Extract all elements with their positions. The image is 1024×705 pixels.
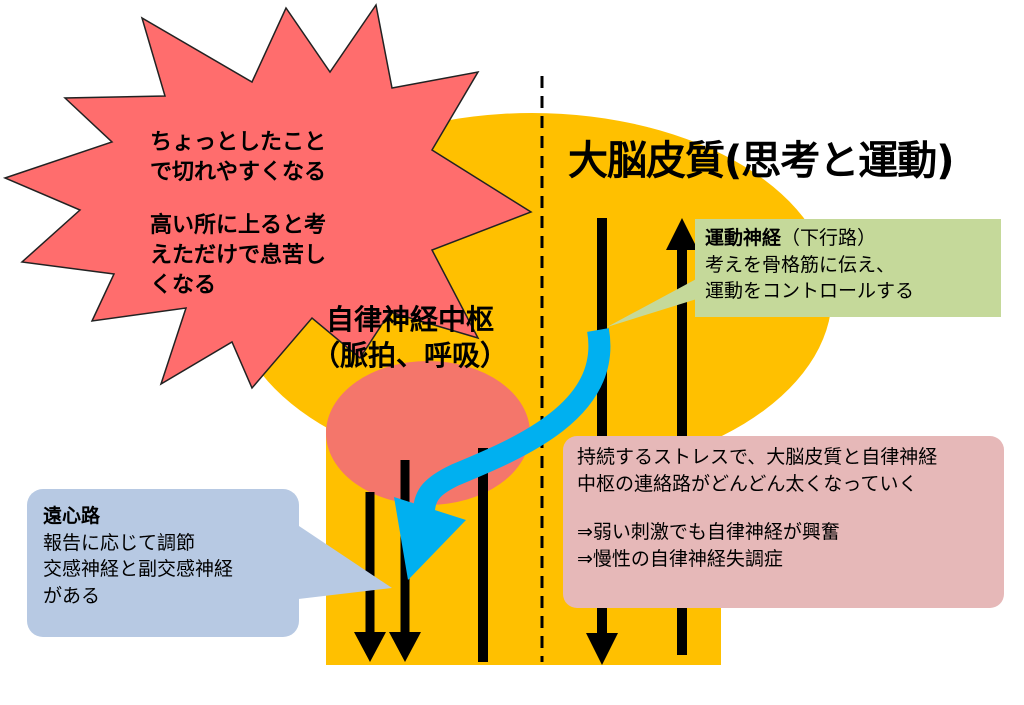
burst-text: ちょっとしたこと で切れやすくなる 高い所に上ると考 えただけで息苦し くなる: [150, 128, 326, 302]
autonomic-center-title: 自律神経中枢 （脈拍、呼吸）: [312, 302, 508, 375]
stress-note-line1: 持続するストレスで、大脳皮質と自律神経: [577, 446, 938, 468]
motor-nerve-line1: 考えを骨格筋に伝え、: [705, 253, 896, 276]
burst-line: 高い所に上ると考: [150, 212, 327, 238]
afferent-path-heading: 遠心路: [43, 505, 101, 527]
descending-arrowhead: [586, 633, 618, 665]
burst-line: ちょっとしたこと: [150, 130, 327, 155]
autonomic-center-line2: （脈拍、呼吸）: [312, 339, 509, 373]
afferent-path-line1: 報告に応じて調節: [43, 531, 196, 554]
afferent-path-line2: 交感神経と副交感神経: [43, 558, 234, 581]
cortex-to-center-arrowhead: [394, 497, 466, 580]
stress-burst: [2, 3, 533, 390]
burst-line: で切れやすくなる: [150, 160, 327, 186]
motor-nerve-heading-row: 運動神経（下行路）: [705, 225, 991, 252]
burst-line: [150, 189, 326, 211]
stress-note-line2: 中枢の連絡路がどんどん太くなっていく: [577, 472, 918, 495]
motor-box-pointer: [607, 277, 700, 327]
afferent-path-line3: がある: [43, 584, 101, 607]
motor-nerve-line2: 運動をコントロールする: [705, 280, 915, 303]
cortex-to-center-arrow: [413, 328, 611, 512]
motor-nerve-heading-suffix: （下行路）: [781, 227, 877, 249]
efferent-arrowhead-1: [354, 632, 386, 662]
stress-note-box: 持続するストレスで、大脳皮質と自律神経 中枢の連絡路がどんどん太くなっていく ⇒…: [563, 436, 1004, 608]
cortex-title: 大脳皮質(思考と運動): [568, 138, 955, 184]
afferent-box-pointer: [290, 520, 392, 600]
efferent-arrowhead-2: [389, 632, 421, 662]
stress-note-line3: ⇒弱い刺激でも自律神経が興奮: [577, 521, 840, 544]
motor-nerve-box: 運動神経（下行路） 考えを骨格筋に伝え、 運動をコントロールする: [695, 219, 1001, 317]
motor-nerve-heading: 運動神経: [705, 227, 782, 249]
ascending-arrowhead: [666, 218, 698, 250]
afferent-path-box: 遠心路 報告に応じて調節 交感神経と副交感神経 がある: [27, 489, 299, 637]
stress-note-line4: ⇒慢性の自律神経失調症: [577, 547, 783, 570]
burst-line: くなる: [150, 273, 217, 299]
burst-line: えただけで息苦し: [150, 243, 327, 269]
autonomic-center-line1: 自律神経中枢: [326, 303, 495, 336]
